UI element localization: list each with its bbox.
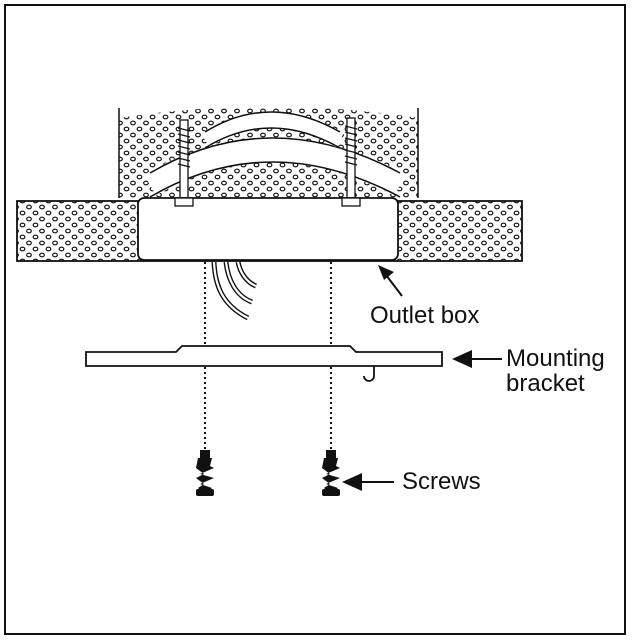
mounting-bracket-label-line2: bracket <box>506 370 585 397</box>
mounting-bracket <box>85 345 443 382</box>
fixture-dome <box>118 108 419 200</box>
right-screw <box>322 450 340 496</box>
screws-arrow <box>342 473 394 491</box>
supply-wires <box>211 261 258 321</box>
left-screw <box>196 450 214 496</box>
mounting-bracket-label-line1: Mounting <box>506 345 605 372</box>
mounting-bracket-arrow <box>452 350 502 368</box>
figure-border <box>4 4 626 635</box>
outlet-box <box>137 197 399 261</box>
outlet-box-label: Outlet box <box>370 302 480 329</box>
outlet-box-arrow <box>378 265 403 297</box>
screws-label: Screws <box>402 468 481 495</box>
